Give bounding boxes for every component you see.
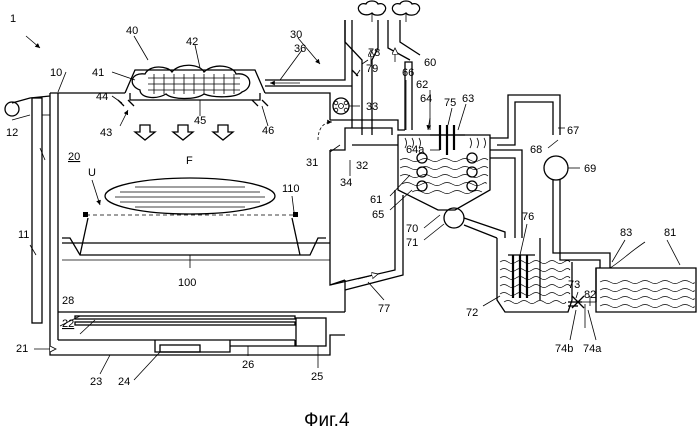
label-22: 22 xyxy=(62,318,74,330)
label-33: 33 xyxy=(366,101,378,113)
label-40: 40 xyxy=(126,25,138,37)
label-44: 44 xyxy=(96,91,108,103)
label-66: 66 xyxy=(402,67,414,79)
label-24: 24 xyxy=(118,376,130,388)
label-30: 30 xyxy=(290,29,302,41)
hinge-12 xyxy=(5,102,19,116)
label-20: 20 xyxy=(68,151,80,163)
figure-caption: Фиг.4 xyxy=(304,410,350,431)
label-82: 82 xyxy=(584,289,596,301)
label-U: U xyxy=(88,167,96,179)
label-78: 78 xyxy=(368,47,380,59)
label-75: 75 xyxy=(444,97,456,109)
label-10: 10 xyxy=(50,67,62,79)
food-F xyxy=(105,178,275,214)
heater-unit xyxy=(118,65,268,140)
label-100: 100 xyxy=(178,277,196,289)
label-34: 34 xyxy=(340,177,352,189)
label-23: 23 xyxy=(90,376,102,388)
leader-lines xyxy=(12,36,680,380)
label-28: 28 xyxy=(62,295,74,307)
label-41: 41 xyxy=(92,67,104,79)
label-60: 60 xyxy=(424,57,436,69)
label-73: 73 xyxy=(568,279,580,291)
pump-69 xyxy=(544,156,568,180)
label-45: 45 xyxy=(194,115,206,127)
label-63: 63 xyxy=(462,93,474,105)
label-65: 65 xyxy=(372,209,384,221)
label-36: 36 xyxy=(294,43,306,55)
label-67: 67 xyxy=(567,125,579,137)
label-31: 31 xyxy=(306,157,318,169)
water-tank-81 xyxy=(596,242,696,312)
label-68: 68 xyxy=(530,144,542,156)
label-83: 83 xyxy=(620,227,632,239)
label-F: F xyxy=(186,155,193,167)
label-43: 43 xyxy=(100,127,112,139)
reference-labels: 1 10 11 12 20 21 22 23 24 25 26 28 30 31… xyxy=(6,13,676,431)
label-64a: 64a xyxy=(406,144,425,156)
label-69: 69 xyxy=(584,163,596,175)
motor-25 xyxy=(296,318,326,346)
label-70: 70 xyxy=(406,223,418,235)
piping xyxy=(464,95,610,268)
collection-tank-72 xyxy=(497,238,596,312)
label-79: 79 xyxy=(366,63,378,75)
label-21: 21 xyxy=(16,343,28,355)
label-110: 110 xyxy=(282,183,300,195)
label-72: 72 xyxy=(466,307,478,319)
label-77: 77 xyxy=(378,303,390,315)
label-76: 76 xyxy=(522,211,534,223)
label-42: 42 xyxy=(186,36,198,48)
label-71: 71 xyxy=(406,237,418,249)
label-74a: 74a xyxy=(583,343,602,355)
label-26: 26 xyxy=(242,359,254,371)
label-81: 81 xyxy=(664,227,676,239)
label-11: 11 xyxy=(18,229,29,241)
label-61: 61 xyxy=(370,194,382,206)
label-74b: 74b xyxy=(555,343,573,355)
label-1: 1 xyxy=(10,13,16,25)
label-32: 32 xyxy=(356,160,368,172)
label-62: 62 xyxy=(416,79,428,91)
air-duct xyxy=(265,20,352,150)
base-drive xyxy=(75,316,326,352)
pump-71 xyxy=(444,208,464,228)
label-64: 64 xyxy=(420,93,432,105)
label-12: 12 xyxy=(6,127,18,139)
label-46: 46 xyxy=(262,125,274,137)
label-25: 25 xyxy=(311,371,323,383)
